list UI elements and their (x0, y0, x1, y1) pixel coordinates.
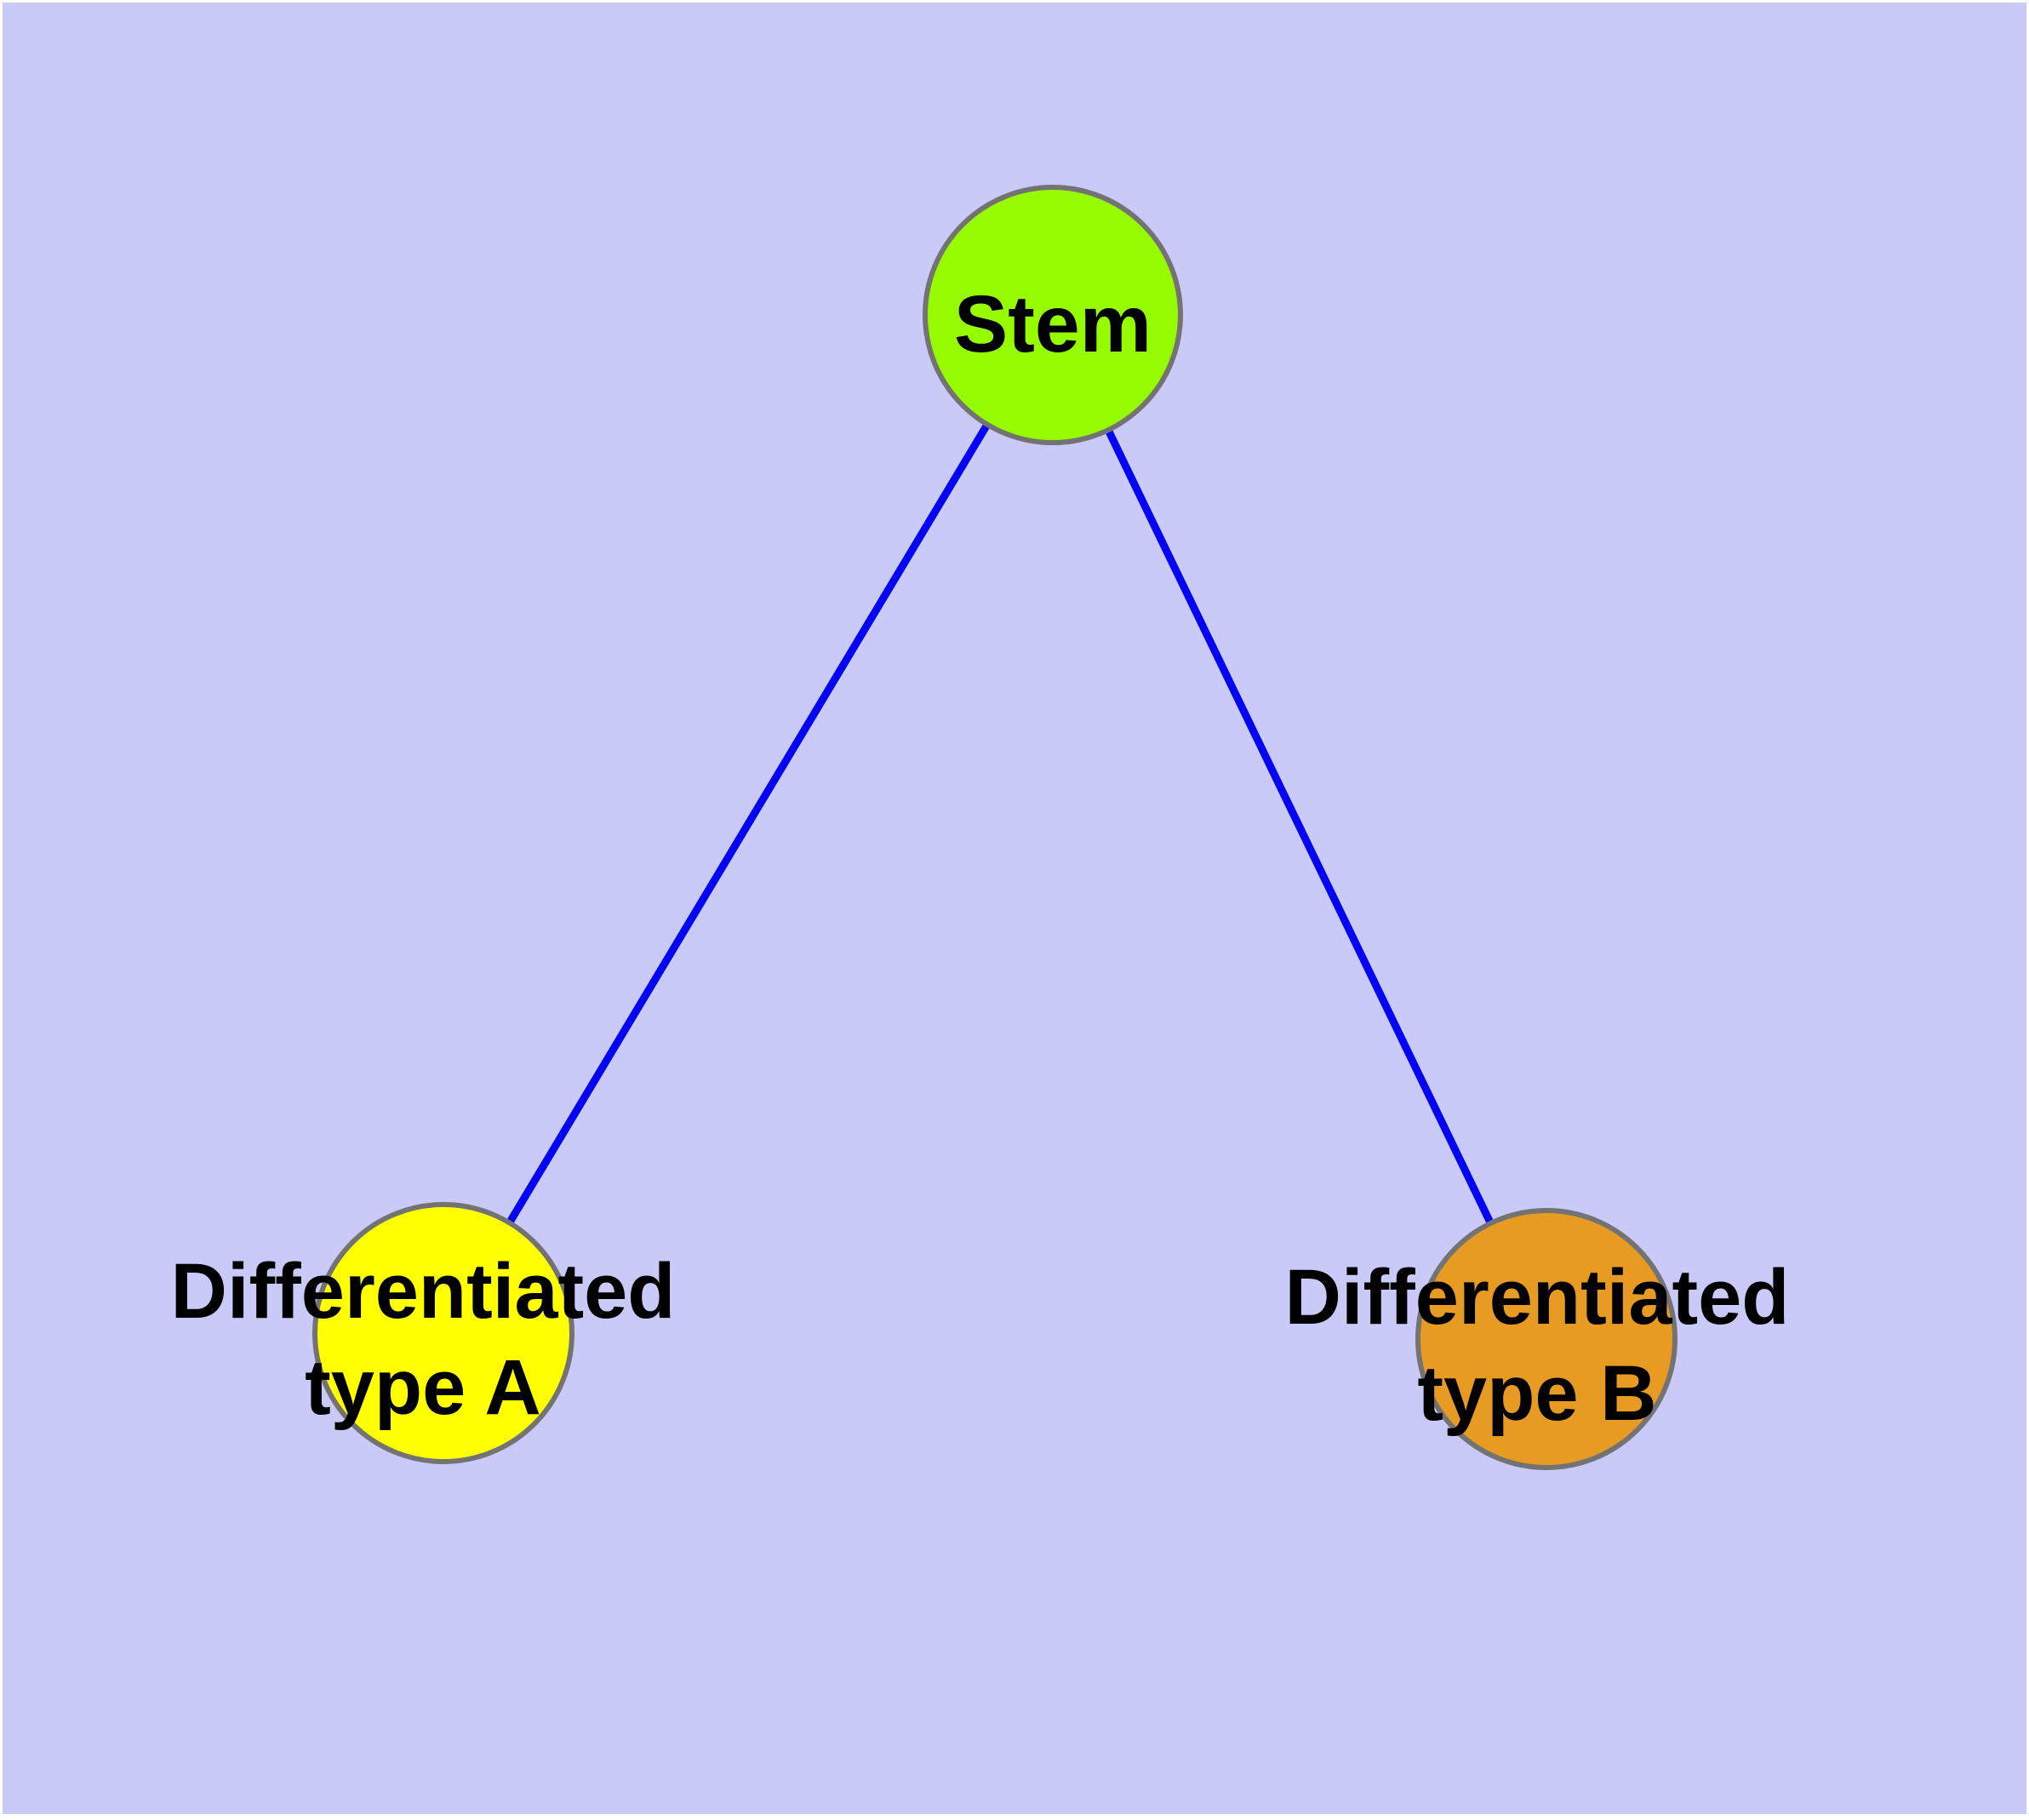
node-differentiated-type-b-label-line1: Differentiated (1285, 1254, 1790, 1341)
edge-stem-to-type-a (440, 312, 1056, 1336)
node-differentiated-type-b-label-line2: type B (1417, 1350, 1656, 1437)
node-stem (923, 185, 1183, 445)
node-differentiated-type-a-label-line1: Differentiated (171, 1248, 676, 1335)
node-differentiated-type-a-label-line2: type A (305, 1344, 541, 1431)
node-differentiated-type-a (312, 1202, 574, 1464)
edge-stem-to-type-b (1049, 313, 1551, 1341)
node-differentiated-type-b (1415, 1208, 1677, 1470)
node-stem-label: Stem (954, 279, 1152, 369)
